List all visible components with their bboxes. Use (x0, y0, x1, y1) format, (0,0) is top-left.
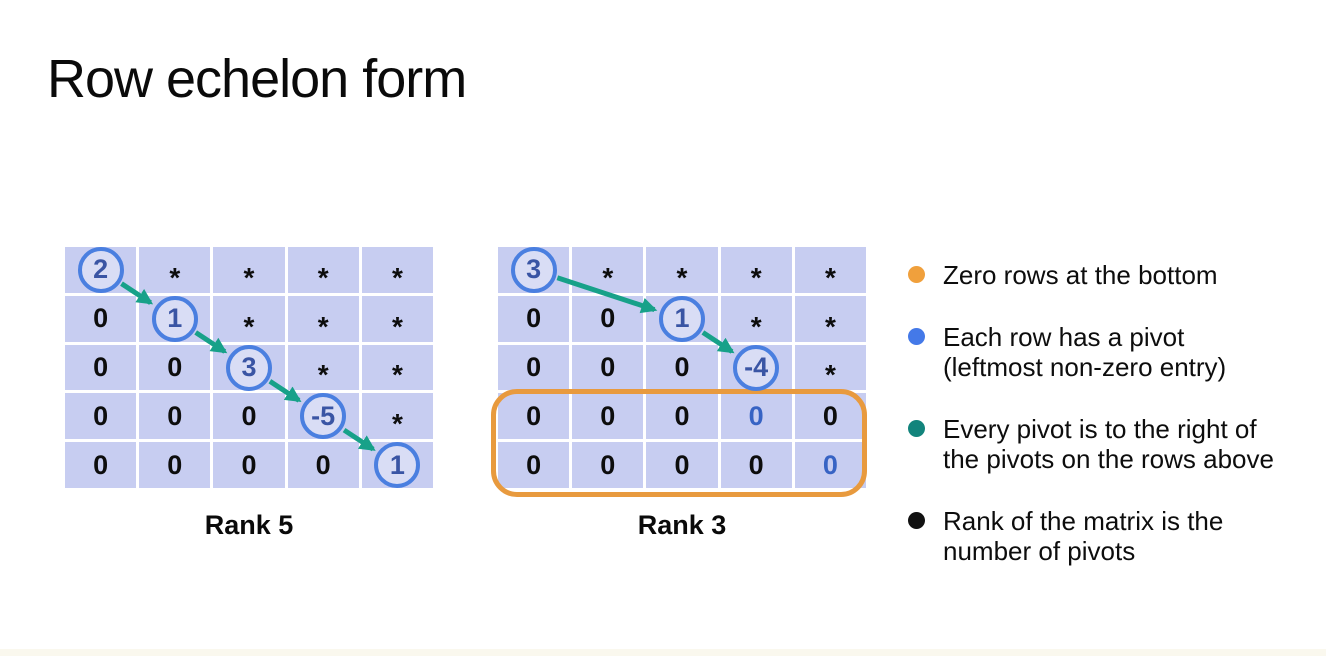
bullet-line: Rank of the matrix is the (943, 506, 1224, 536)
bullet-dot-icon (908, 512, 925, 529)
matrix-cell: 0 (572, 442, 644, 488)
matrix-cell: 0 (139, 393, 211, 440)
bullet-line: Each row has a pivot (943, 322, 1185, 352)
star-entry: * (243, 310, 255, 342)
matrix-cell: 0 (794, 442, 866, 488)
matrix-cell: * (361, 344, 433, 391)
matrix-cell: 0 (65, 344, 137, 391)
matrix-cell: * (794, 295, 866, 342)
matrix-cell: 0 (572, 393, 644, 440)
matrix-cell: 0 (139, 442, 211, 488)
star-entry: * (824, 261, 836, 293)
matrix-cell: * (361, 247, 433, 293)
star-entry: * (602, 261, 614, 293)
matrix-cell: 0 (646, 393, 718, 440)
bullet-line: Zero rows at the bottom (943, 260, 1218, 290)
pivot-circle: 3 (510, 246, 557, 293)
pivot-circle: 1 (659, 295, 705, 342)
bullet-text: Zero rows at the bottom (943, 260, 1218, 290)
matrix-cell: 0 (65, 295, 137, 342)
matrix-cell: 0 (720, 442, 792, 488)
matrix-cell: 0 (572, 344, 644, 391)
matrix-cell: * (794, 247, 866, 293)
rank-label: Rank 3 (637, 510, 727, 540)
star-entry: * (750, 310, 762, 342)
bullet-line: Every pivot is to the right of (943, 414, 1257, 444)
star-entry: * (824, 359, 836, 391)
matrix-cell: * (646, 247, 718, 293)
star-entry: * (676, 261, 688, 293)
star-entry: * (317, 310, 329, 342)
matrix-cell: 0 (213, 442, 285, 488)
matrix-cell: * (287, 295, 359, 342)
star-entry: * (391, 408, 403, 440)
bullet-text: Each row has a pivot(leftmost non-zero e… (943, 322, 1226, 382)
bottom-strip (0, 649, 1326, 656)
bullet-item: Zero rows at the bottom (908, 260, 1320, 290)
star-entry: * (317, 359, 329, 391)
bullet-dot-icon (908, 420, 925, 437)
matrix-cell: * (572, 247, 644, 293)
pivot-circle: 3 (226, 344, 272, 391)
matrix-cell: 0 (646, 344, 718, 391)
bullet-dot-icon (908, 266, 925, 283)
matrix-cell: * (720, 247, 792, 293)
matrix-cell: * (287, 247, 359, 293)
pivot-circle: 1 (151, 295, 198, 342)
matrix-cell: * (287, 344, 359, 391)
star-entry: * (824, 310, 836, 342)
pivot-circle: 2 (77, 246, 124, 293)
matrix-cell: 0 (213, 393, 285, 440)
matrix-cell: * (720, 295, 792, 342)
rank-label: Rank 5 (204, 510, 294, 540)
matrix-cell: 0 (572, 295, 644, 342)
star-entry: * (750, 261, 762, 293)
matrix-cell: * (213, 247, 285, 293)
star-entry: * (243, 261, 255, 293)
matrix-cell: 0 (646, 442, 718, 488)
pivot-circle: -5 (300, 393, 347, 440)
star-entry: * (169, 261, 181, 293)
pivot-circle: -4 (733, 344, 780, 391)
page-title: Row echelon form (47, 49, 467, 109)
star-entry: * (317, 261, 329, 293)
bullet-line: number of pivots (943, 536, 1136, 566)
matrix-cell: * (794, 344, 866, 391)
matrix-cell: 0 (65, 442, 137, 488)
zero-rows-highlight-box (491, 389, 867, 497)
matrix-cell: * (361, 295, 433, 342)
matrix-cell: 0 (498, 295, 570, 342)
star-entry: * (391, 261, 403, 293)
matrix-cell: 0 (720, 393, 792, 440)
matrix-cell: 0 (139, 344, 211, 391)
matrix-cell: 0 (287, 442, 359, 488)
bullet-item: Each row has a pivot(leftmost non-zero e… (908, 322, 1320, 382)
bullet-line: (leftmost non-zero entry) (943, 352, 1227, 382)
bullet-line: the pivots on the rows above (943, 444, 1274, 474)
matrix-cell: 0 (498, 344, 570, 391)
bullet-dot-icon (908, 328, 925, 345)
matrix-cell: * (213, 295, 285, 342)
matrix-cell: * (361, 393, 433, 440)
matrix-cell: 0 (65, 393, 137, 440)
star-entry: * (391, 310, 403, 342)
matrix-cell: * (139, 247, 211, 293)
pivot-circle: 1 (374, 442, 421, 489)
star-entry: * (391, 359, 403, 391)
